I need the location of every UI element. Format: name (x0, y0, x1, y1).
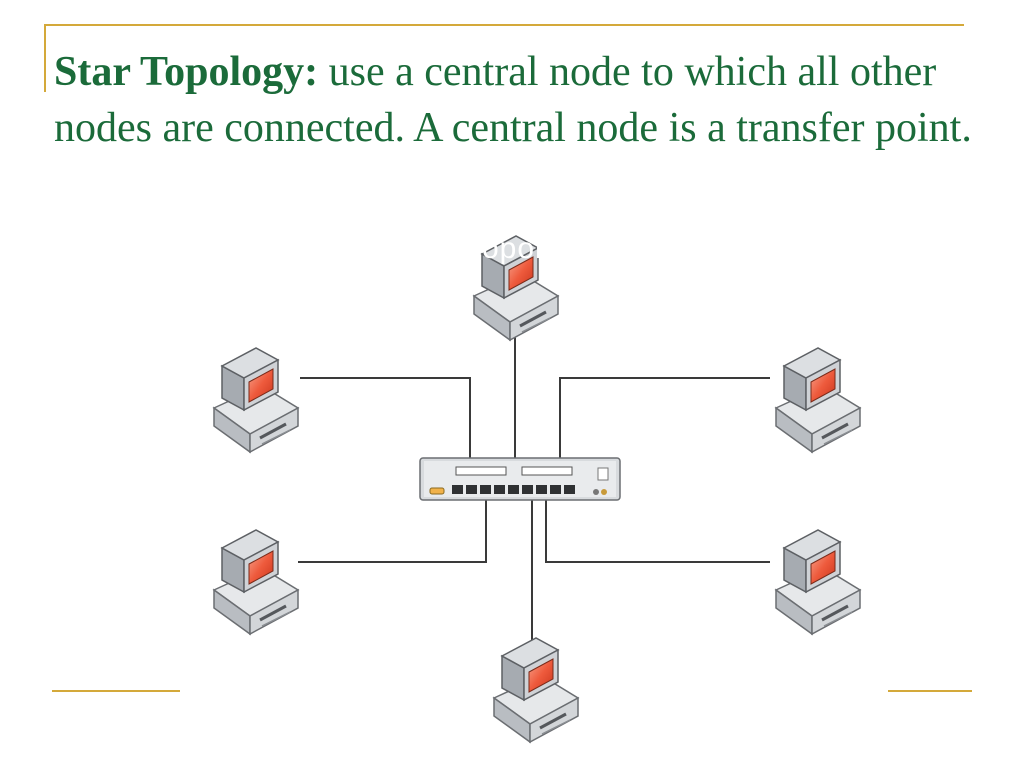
topology-definition: use a central node to which all other no… (54, 49, 972, 151)
overlay-ghost-text: opol (482, 232, 543, 265)
topology-term: Star Topology: (54, 49, 319, 95)
title-rule-left (44, 24, 46, 92)
footer-rule-left (52, 690, 180, 692)
computer-node-upper-right (774, 346, 862, 454)
footer-rule-right (888, 690, 972, 692)
cable-upper-left (300, 377, 471, 492)
computer-node-lower-left (212, 528, 300, 636)
network-cables (298, 318, 770, 640)
computer-node-bottom (492, 636, 580, 744)
hub-ports (452, 485, 575, 494)
cable-lower-right (545, 500, 770, 563)
central-hub-switch (419, 457, 621, 501)
computer-node-lower-right (774, 528, 862, 636)
computer-node-upper-left (212, 346, 300, 454)
title-rule-top (44, 24, 964, 26)
cable-lower-left (298, 500, 487, 563)
slide-body-text: Star Topology: use a central node to whi… (54, 44, 1014, 156)
cable-upper-right (559, 377, 770, 492)
